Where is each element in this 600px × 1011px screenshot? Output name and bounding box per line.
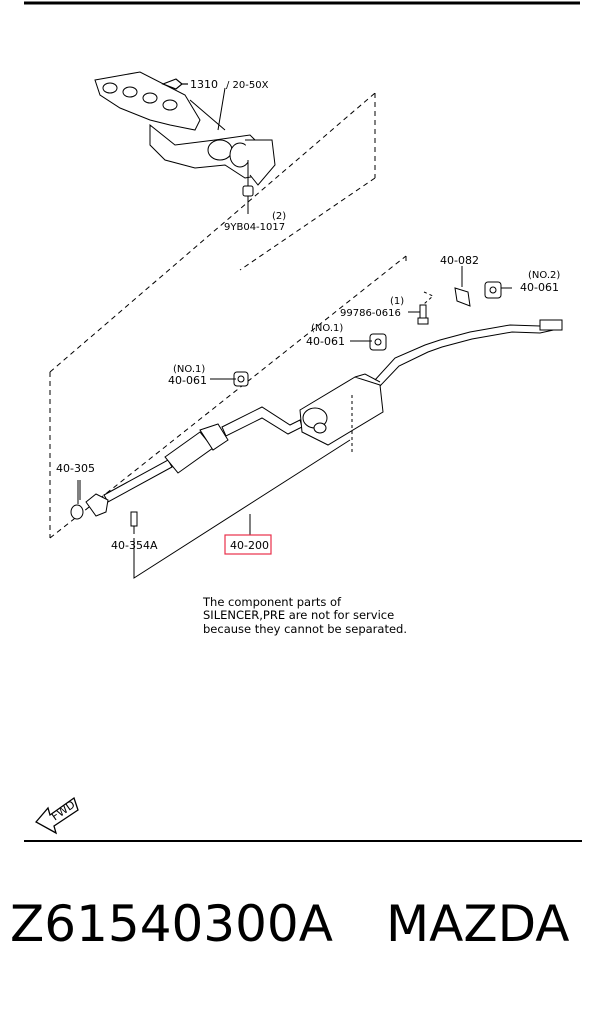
pre-silencer bbox=[299, 373, 384, 446]
stud-icon bbox=[130, 511, 138, 534]
bolt-part-label: 99786-0616 bbox=[340, 308, 401, 319]
ref-pointer-icon bbox=[161, 78, 188, 90]
part-number: Z61540300A bbox=[10, 895, 333, 953]
service-note-line2: SILENCER,PRE are not for service bbox=[203, 608, 394, 622]
silencer-highlight-box bbox=[224, 534, 272, 555]
silencer-part-label: 40-200 bbox=[230, 539, 269, 552]
hanger-front-icon bbox=[233, 371, 249, 387]
bolt-qty-label: (1) bbox=[390, 296, 404, 307]
ref-top-label: 1310 bbox=[190, 78, 218, 91]
bracket-part-label: 40-082 bbox=[440, 254, 479, 267]
assembly-dashed-outline bbox=[49, 92, 407, 539]
no1-label-mid: (NO.1) bbox=[311, 323, 343, 334]
hanger-mid-icon bbox=[369, 333, 387, 351]
manifold-nut-icon bbox=[242, 160, 254, 214]
service-note-line3: because they cannot be separated. bbox=[203, 622, 407, 636]
nut-part-label: 9YB04-1017 bbox=[224, 222, 285, 233]
leader-lines bbox=[79, 266, 512, 579]
no1-label-front: (NO.1) bbox=[173, 364, 205, 375]
hanger-mid-label: 40-061 bbox=[306, 335, 345, 348]
bolt-icon bbox=[417, 304, 429, 325]
service-note-line1: The component parts of bbox=[202, 595, 342, 609]
ref-top-sub-label: / 20-50X bbox=[226, 80, 269, 91]
hanger-front-label: 40-061 bbox=[168, 374, 207, 387]
rear-pipe bbox=[374, 319, 563, 387]
bracket-icon bbox=[454, 287, 471, 307]
fwd-arrow-icon bbox=[34, 796, 79, 835]
gasket-part-label: 40-305 bbox=[56, 462, 95, 475]
hanger-rear-label: 40-061 bbox=[520, 281, 559, 294]
stud-part-label: 40-354A bbox=[111, 539, 158, 552]
no2-label: (NO.2) bbox=[528, 270, 560, 281]
hanger-rear-icon bbox=[484, 281, 502, 299]
nut-qty-label: (2) bbox=[272, 211, 286, 222]
exhaust-manifold bbox=[94, 71, 276, 186]
front-pipe bbox=[103, 406, 303, 503]
brand-name: MAZDA bbox=[386, 895, 570, 953]
front-flange bbox=[70, 480, 109, 520]
ref-leader bbox=[217, 87, 226, 131]
